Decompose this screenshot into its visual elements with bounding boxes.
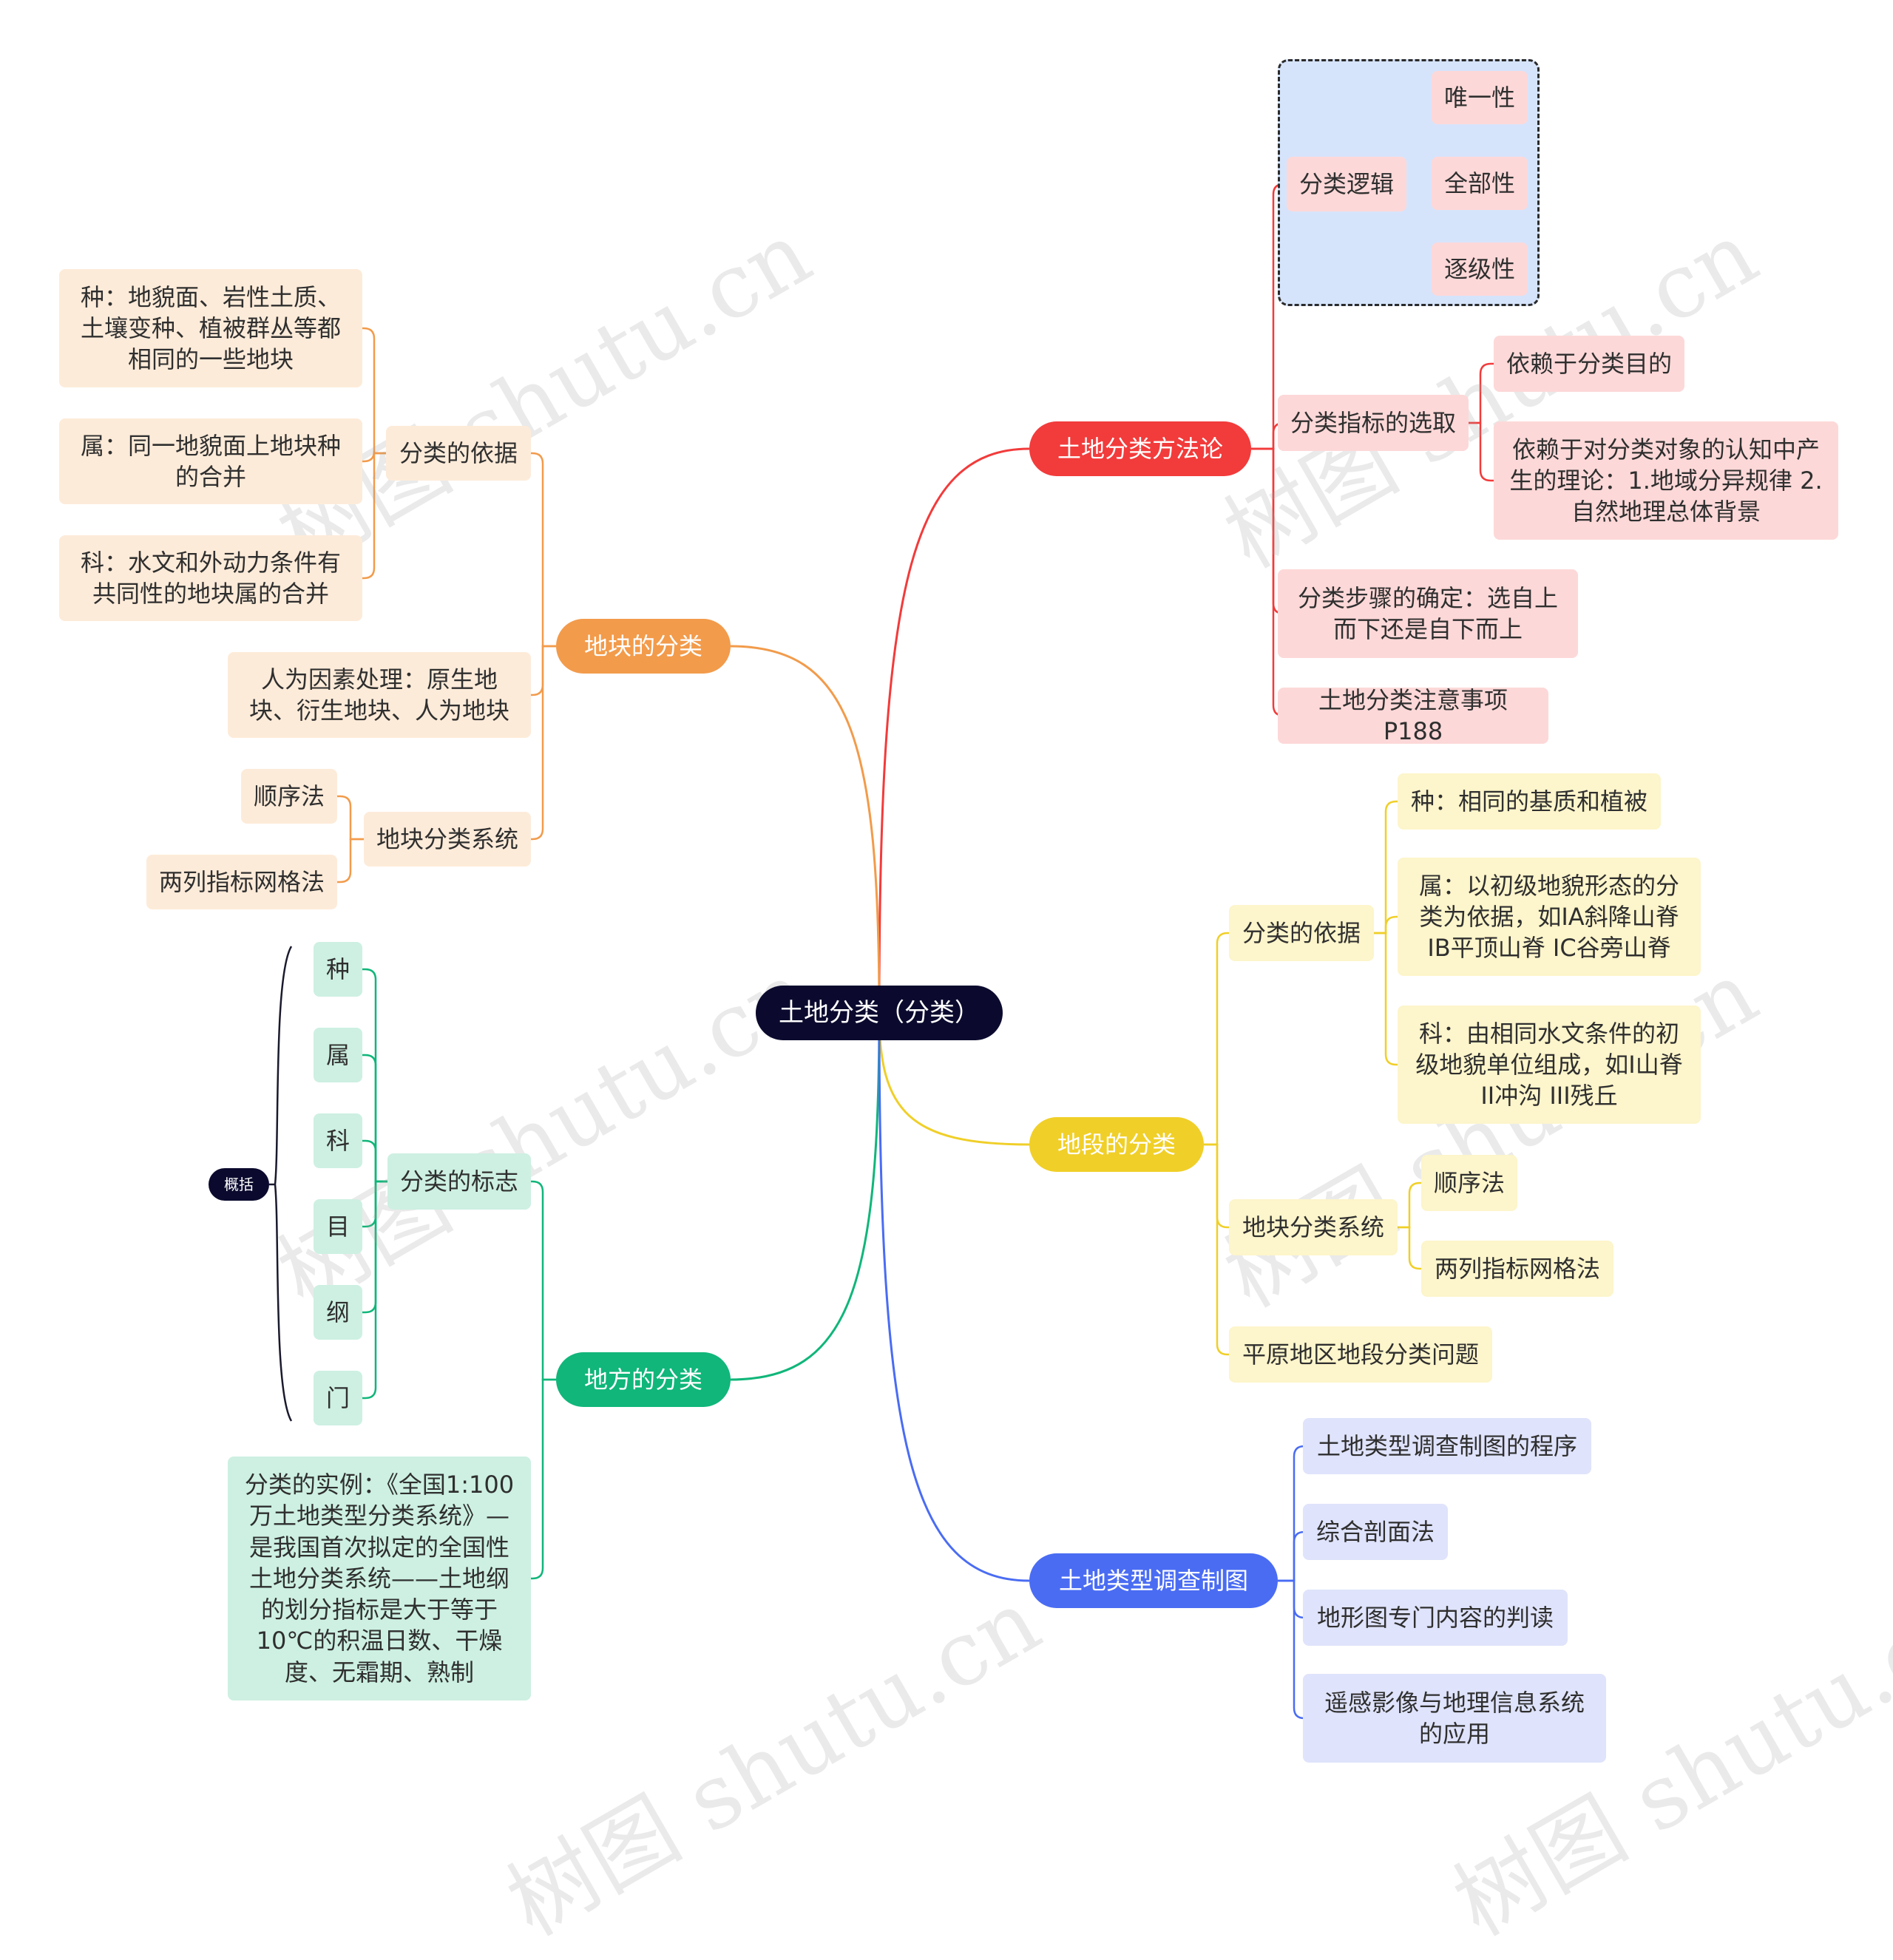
root-connector <box>730 1012 881 1381</box>
region-mark-item[interactable]: 属 <box>314 1028 362 1082</box>
summary-bracket <box>274 946 293 1422</box>
branch-connector <box>1469 421 1494 482</box>
segment-system-item[interactable]: 两列指标网格法 <box>1421 1241 1613 1297</box>
branch-connector <box>1278 1579 1305 1720</box>
segment-basis-item[interactable]: 属：以初级地貌形态的分类为依据，如IA斜降山脊 IB平顶山脊 IC谷旁山脊 <box>1398 858 1701 976</box>
root-connector <box>730 645 881 1014</box>
branch-connector <box>362 1180 387 1400</box>
branch-connector <box>1374 932 1398 1066</box>
branch-connector <box>1398 1226 1421 1270</box>
branch-connector <box>1374 915 1398 935</box>
branch-connector <box>1278 1530 1305 1582</box>
region-mark-item[interactable]: 科 <box>314 1113 362 1168</box>
branch-connector <box>362 327 386 455</box>
summary-tag[interactable]: 概括 <box>209 1168 269 1201</box>
segment-plain[interactable]: 平原地区地段分类问题 <box>1229 1326 1492 1383</box>
branch-connector <box>362 968 387 1183</box>
branch-connector <box>531 1378 556 1580</box>
survey-item[interactable]: 遥感影像与地理信息系统的应用 <box>1303 1674 1606 1763</box>
parcel-basis[interactable]: 分类的依据 <box>386 426 531 481</box>
method-logic-item[interactable]: 全部性 <box>1432 157 1528 210</box>
parcel-system[interactable]: 地块分类系统 <box>364 812 531 867</box>
branch-connector <box>1278 1579 1305 1619</box>
root-node[interactable]: 土地分类（分类） <box>756 986 1003 1040</box>
region-marks[interactable]: 分类的标志 <box>387 1153 531 1210</box>
branch-connector <box>362 452 386 580</box>
branch-connector <box>337 838 364 884</box>
region-mark-item[interactable]: 目 <box>314 1199 362 1254</box>
method-steps[interactable]: 分类步骤的确定：选自上而下还是自下而上 <box>1278 569 1578 658</box>
branch-method[interactable]: 土地分类方法论 <box>1029 421 1251 476</box>
survey-item[interactable]: 综合剖面法 <box>1303 1504 1448 1560</box>
branch-connector <box>531 645 556 841</box>
branch-connector <box>531 452 556 648</box>
parcel-basis-item[interactable]: 种：地貌面、岩性土质、土壤变种、植被群丛等都相同的一些地块 <box>59 269 362 387</box>
branch-region[interactable]: 地方的分类 <box>556 1352 731 1407</box>
branch-connector <box>362 1054 387 1183</box>
method-logic[interactable]: 分类逻辑 <box>1287 157 1406 211</box>
method-indicator-item[interactable]: 依赖于对分类对象的认知中产生的理论：1.地域分异规律 2.自然地理总体背景 <box>1494 421 1838 540</box>
region-mark-item[interactable]: 纲 <box>314 1285 362 1340</box>
region-example[interactable]: 分类的实例：《全国1:100万土地类型分类系统》—是我国首次拟定的全国性土地分类… <box>228 1457 531 1700</box>
segment-basis[interactable]: 分类的依据 <box>1229 905 1374 961</box>
region-mark-item[interactable]: 门 <box>314 1371 362 1425</box>
region-mark-item[interactable]: 种 <box>314 942 362 997</box>
segment-basis-item[interactable]: 科：由相同水文条件的初级地貌单位组成，如I山脊 II冲沟 III残丘 <box>1398 1006 1701 1124</box>
branch-connector <box>1278 1445 1305 1582</box>
segment-system[interactable]: 地块分类系统 <box>1229 1199 1398 1255</box>
parcel-basis-item[interactable]: 科：水文和外动力条件有共同性的地块属的合并 <box>59 535 362 621</box>
parcel-system-item[interactable]: 两列指标网格法 <box>146 855 337 909</box>
method-logic-item[interactable]: 逐级性 <box>1432 243 1528 296</box>
method-notes[interactable]: 土地分类注意事项P188 <box>1278 686 1548 745</box>
segment-basis-item[interactable]: 种：相同的基质和植被 <box>1398 773 1661 830</box>
parcel-human-factor[interactable]: 人为因素处理：原生地块、衍生地块、人为地块 <box>228 652 531 738</box>
branch-connector <box>1204 1143 1229 1356</box>
method-indicator-item[interactable]: 依赖于分类目的 <box>1494 336 1684 392</box>
mind-map: 树图 shutu.cn 树图 shutu.cn 树图 shutu.cn 树图 s… <box>59 59 1893 1956</box>
branch-connector <box>1398 1181 1421 1229</box>
branch-survey[interactable]: 土地类型调查制图 <box>1029 1553 1278 1608</box>
branch-connector <box>362 450 386 463</box>
branch-connector <box>1204 932 1229 1146</box>
parcel-system-item[interactable]: 顺序法 <box>241 769 337 824</box>
survey-item[interactable]: 土地类型调查制图的程序 <box>1303 1418 1591 1474</box>
branch-segment[interactable]: 地段的分类 <box>1029 1117 1204 1172</box>
method-logic-item[interactable]: 唯一性 <box>1432 71 1528 124</box>
root-connector <box>878 1012 1030 1146</box>
branch-connector <box>1374 800 1398 935</box>
parcel-basis-item[interactable]: 属：同一地貌面上地块种的合并 <box>59 418 362 504</box>
branch-parcel[interactable]: 地块的分类 <box>556 619 731 674</box>
branch-connector <box>362 1139 387 1183</box>
method-indicator[interactable]: 分类指标的选取 <box>1278 395 1469 451</box>
branch-connector <box>1469 362 1494 424</box>
branch-connector <box>337 795 364 841</box>
segment-system-item[interactable]: 顺序法 <box>1421 1155 1517 1211</box>
root-connector <box>878 447 1030 1014</box>
branch-connector <box>531 1180 556 1381</box>
root-connector <box>878 1012 1030 1582</box>
survey-item[interactable]: 地形图专门内容的判读 <box>1303 1590 1568 1646</box>
